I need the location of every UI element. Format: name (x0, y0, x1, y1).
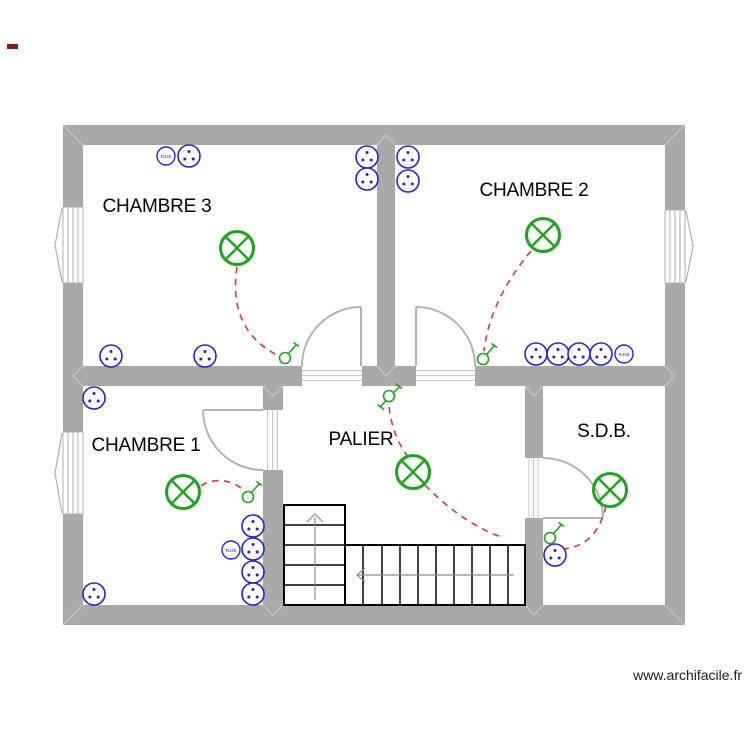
light-switch-icon (543, 521, 565, 545)
power-outlet-icon (589, 342, 613, 366)
power-outlet-icon (396, 145, 420, 169)
rj45-outlet-icon: RJ45 (614, 344, 634, 364)
room-labels: CHAMBRE 3 CHAMBRE 2 CHAMBRE 1 PALIER S.D… (91, 180, 631, 456)
doors (202, 306, 604, 519)
rj45-outlet-icon: RJ45 (221, 540, 241, 560)
two-way-switch-icon (377, 382, 403, 411)
room-label-chambre2: CHAMBRE 2 (479, 180, 588, 201)
power-outlet-icon (546, 342, 570, 366)
window-symbol-chambre2 (664, 209, 694, 284)
power-outlet-icon (82, 582, 106, 606)
door-swing-arc (542, 457, 604, 519)
svg-text:RJ45: RJ45 (226, 548, 237, 553)
door-symbol-chambre1 (202, 409, 283, 471)
door-symbol-chambre2 (415, 306, 476, 386)
room-label-chambre3: CHAMBRE 3 (102, 196, 211, 217)
power-outlet-icon (396, 169, 420, 193)
ceiling-light-icon (525, 217, 561, 253)
room-label-chambre1: CHAMBRE 1 (91, 435, 200, 456)
red-marker (7, 44, 18, 49)
wiring-dashed-line (560, 505, 607, 550)
window-opening-chevron (685, 210, 694, 283)
wiring-dashed-line (388, 406, 410, 459)
wiring-dashed-line (234, 266, 278, 356)
window-opening-chevron (54, 207, 63, 283)
power-outlet-icon (241, 582, 265, 606)
rj45-outlet-icon: RJ45 (156, 146, 176, 166)
power-outlet-icon (193, 344, 217, 368)
light-switch-icon (241, 480, 263, 504)
power-outlet-icon (524, 342, 548, 366)
ceiling-light-icon (165, 474, 201, 510)
wall-right (665, 125, 685, 625)
window-symbol-chambre1 (54, 431, 84, 515)
stair-arrow-up-icon (306, 513, 324, 523)
power-outlet-icon (241, 514, 265, 538)
door-swing-arc (415, 306, 476, 367)
window-symbol-chambre3 (54, 206, 84, 284)
window-opening-chevron (54, 432, 63, 514)
door-swing-arc (202, 409, 264, 471)
wiring-dashed-line (424, 484, 502, 538)
ceiling-light-icon (592, 472, 628, 508)
wiring-dashed-line (200, 479, 246, 493)
stair-walk-line (314, 517, 514, 600)
wall-left (63, 125, 83, 625)
svg-text:RJ45: RJ45 (161, 154, 172, 159)
staircase (283, 504, 526, 606)
power-outlet-icon (241, 537, 265, 561)
room-label-palier: PALIER (329, 429, 394, 450)
power-outlet-icon (567, 342, 591, 366)
wall-mitre-lines (62, 124, 686, 626)
stair-arrow-left-icon (356, 567, 366, 583)
wiring-dashed-line (483, 250, 532, 352)
power-outlet-icon (177, 144, 201, 168)
door-symbol-chambre3 (301, 306, 362, 386)
door-swing-arc (301, 306, 362, 367)
power-outlet-icon (82, 386, 106, 410)
svg-text:RJ45: RJ45 (619, 352, 630, 357)
power-outlet-icon (543, 543, 567, 567)
ceiling-light-icon (219, 230, 255, 266)
room-label-sdb: S.D.B. (577, 421, 631, 442)
door-symbol-sdb (525, 457, 604, 519)
light-switch-icon (476, 342, 498, 366)
ceiling-light-icon (395, 454, 431, 490)
light-switch-icon (278, 341, 300, 365)
wiring-dashed-lines (200, 250, 607, 550)
watermark-text: www.archifacile.fr (632, 667, 742, 683)
wall-bottom (63, 605, 685, 625)
power-outlet-icon (241, 560, 265, 584)
power-outlet-icon (355, 167, 379, 191)
windows (54, 206, 694, 515)
wall-chambre3-chambre2 (377, 145, 395, 366)
wall-top (63, 125, 685, 145)
power-outlet-icon (99, 344, 123, 368)
power-outlet-icon (355, 145, 379, 169)
wall-mid-horizontal (83, 366, 665, 386)
